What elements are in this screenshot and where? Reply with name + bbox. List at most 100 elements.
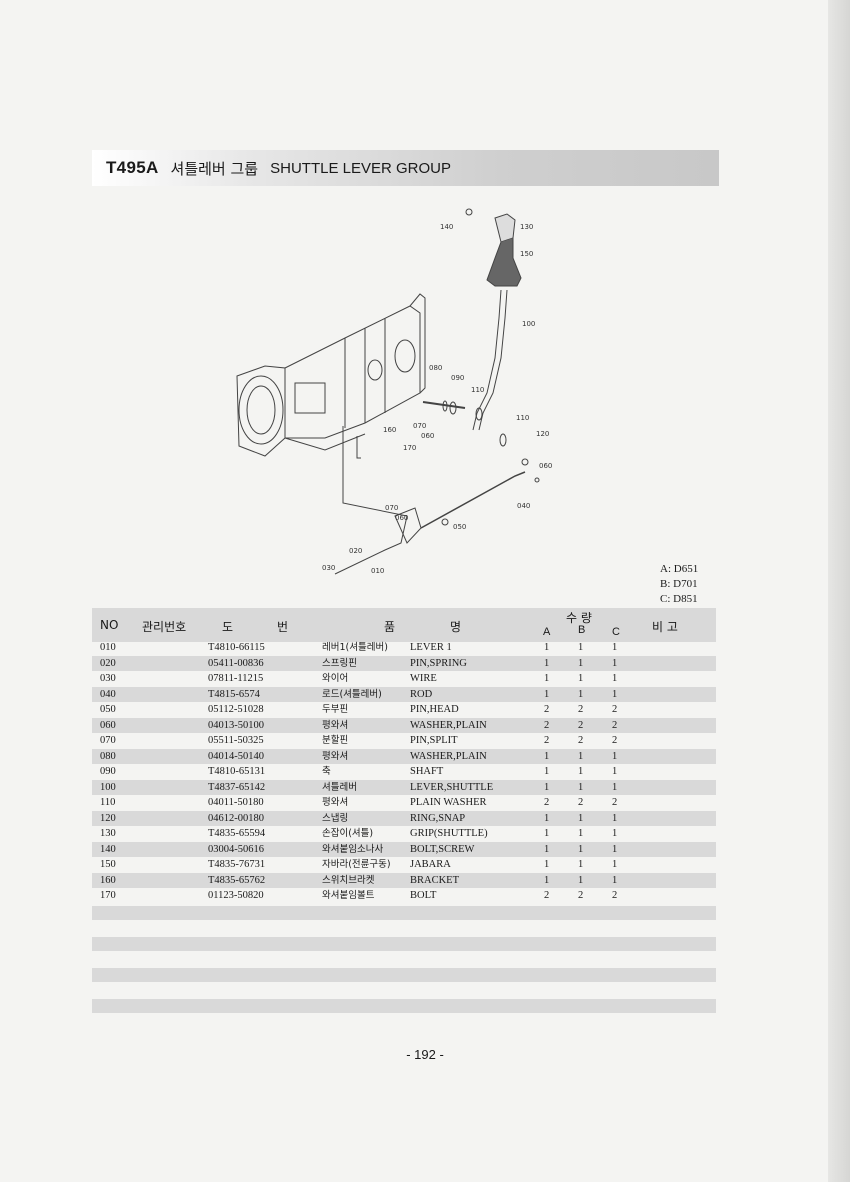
row-part-number: 05112-51028 <box>208 704 264 715</box>
bracket-rod-drawing <box>334 426 540 575</box>
row-no: 120 <box>100 812 116 824</box>
row-no: 070 <box>100 735 116 746</box>
header-quantity: 수 량 <box>566 611 592 625</box>
empty-row-band <box>92 937 716 951</box>
row-qty-a: 1 <box>544 673 550 684</box>
svg-text:070: 070 <box>385 504 398 512</box>
group-title-en: SHUTTLE LEVER GROUP <box>270 159 451 177</box>
row-part-number: 03004-50616 <box>208 843 264 855</box>
row-part-number: T4835-76731 <box>208 859 266 870</box>
row-qty-c: 1 <box>612 673 618 684</box>
row-qty-b: 1 <box>578 781 584 793</box>
row-part-number: T4815-6574 <box>208 688 260 700</box>
exploded-parts-diagram: 140 130 150 100 080 090 110 160 170 070 … <box>236 208 552 575</box>
row-part-number: 04612-00180 <box>208 812 264 824</box>
row-qty-a: 1 <box>544 766 550 777</box>
row-no: 140 <box>100 843 116 855</box>
row-name-ko: 로드(셔틀레버) <box>322 688 382 700</box>
svg-text:140: 140 <box>440 223 453 231</box>
row-qty-a: 1 <box>544 843 550 855</box>
row-name-en: JABARA <box>410 859 451 870</box>
empty-row-band <box>92 906 716 920</box>
row-qty-b: 1 <box>578 673 584 684</box>
model-variant-legend: A: D651 B: D701 C: D851 <box>610 562 720 607</box>
row-name-ko: 스냅링 <box>322 812 349 824</box>
header-qty-b: B <box>578 624 586 636</box>
row-qty-c: 1 <box>612 843 618 855</box>
svg-text:080: 080 <box>429 364 442 372</box>
row-name-en: ROD <box>410 688 433 700</box>
row-qty-a: 2 <box>544 704 550 715</box>
row-name-ko: 축 <box>322 766 331 777</box>
row-qty-b: 2 <box>578 797 584 808</box>
row-name-ko: 평와셔 <box>322 750 349 762</box>
row-no: 080 <box>100 750 116 762</box>
row-qty-b: 1 <box>578 688 584 700</box>
svg-text:020: 020 <box>349 547 362 555</box>
row-qty-a: 1 <box>544 688 550 700</box>
row-name-ko: 평와셔 <box>322 797 349 808</box>
row-qty-a: 1 <box>544 657 550 669</box>
row-part-number: T4810-65131 <box>208 766 266 777</box>
row-qty-b: 1 <box>578 750 584 762</box>
row-name-en: GRIP(SHUTTLE) <box>410 828 488 839</box>
row-qty-c: 2 <box>612 719 618 731</box>
row-qty-c: 1 <box>612 750 618 762</box>
row-no: 050 <box>100 704 116 715</box>
row-part-number: T4837-65142 <box>208 781 266 793</box>
svg-text:060: 060 <box>539 462 552 470</box>
row-qty-b: 1 <box>578 828 584 839</box>
row-name-en: BOLT <box>410 890 437 901</box>
row-qty-c: 2 <box>612 890 618 901</box>
row-name-ko: 스프링핀 <box>322 657 357 669</box>
row-part-number: T4810-66115 <box>208 642 265 653</box>
row-no: 160 <box>100 874 116 886</box>
row-part-number: 04014-50140 <box>208 750 264 762</box>
svg-text:040: 040 <box>517 502 530 510</box>
row-qty-c: 1 <box>612 828 618 839</box>
row-name-ko: 와셔붙임소나사 <box>322 843 384 855</box>
svg-text:090: 090 <box>451 374 464 382</box>
row-qty-b: 1 <box>578 874 584 886</box>
row-qty-c: 1 <box>612 874 618 886</box>
row-no: 150 <box>100 859 116 870</box>
header-qty-a: A <box>543 626 551 638</box>
row-name-en: PLAIN WASHER <box>410 797 487 808</box>
variant-c: C: D851 <box>660 593 698 605</box>
row-name-en: WIRE <box>410 673 437 684</box>
row-qty-a: 1 <box>544 642 550 653</box>
row-qty-b: 1 <box>578 812 584 824</box>
svg-text:060: 060 <box>421 432 434 440</box>
row-name-ko: 스위치브라켓 <box>322 874 375 886</box>
row-qty-a: 2 <box>544 890 550 901</box>
row-no: 110 <box>100 797 116 808</box>
row-part-number: 05411-00836 <box>208 657 264 669</box>
page-number: - 192 - <box>406 1047 444 1062</box>
row-qty-c: 1 <box>612 781 618 793</box>
shaft-drawing <box>422 400 529 466</box>
row-name-en: LEVER,SHUTTLE <box>410 781 494 793</box>
row-name-en: WASHER,PLAIN <box>410 719 487 731</box>
variant-a: A: D651 <box>660 563 699 575</box>
row-qty-a: 2 <box>544 719 550 731</box>
row-qty-c: 1 <box>612 657 618 669</box>
header-part-beon: 번 <box>277 620 289 634</box>
svg-text:010: 010 <box>371 567 384 575</box>
row-qty-c: 1 <box>612 812 618 824</box>
row-qty-c: 1 <box>612 642 618 653</box>
row-part-number: T4835-65762 <box>208 874 266 886</box>
row-qty-b: 2 <box>578 890 584 901</box>
empty-row-band <box>92 968 716 982</box>
header-qty-c: C <box>612 626 620 638</box>
